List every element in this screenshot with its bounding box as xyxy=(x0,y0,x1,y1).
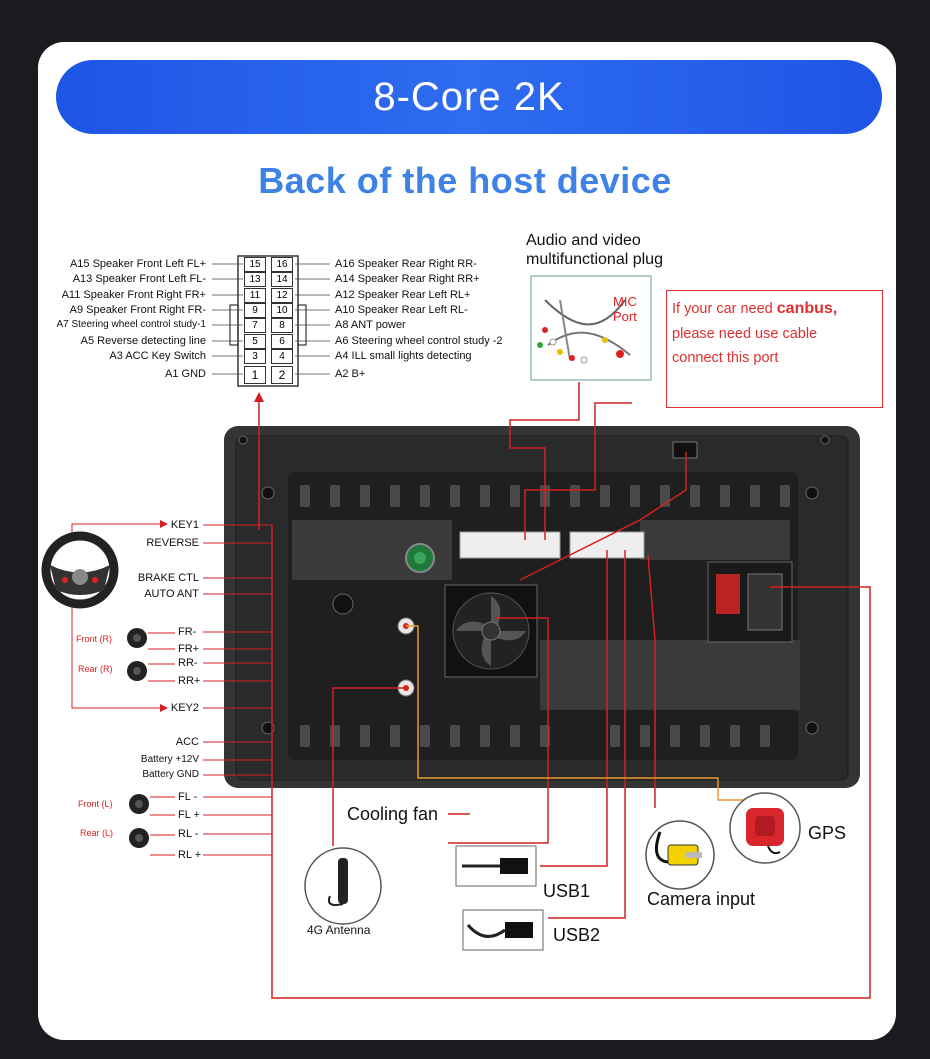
label-key2: KEY2 xyxy=(170,702,199,714)
label-brake: BRAKE CTL xyxy=(137,572,199,584)
pin-number: 9 xyxy=(244,303,266,318)
av-plug-title-1: Audio and video xyxy=(526,232,641,249)
pin-number: 2 xyxy=(271,366,293,384)
av-plug-title-2: multifunctional plug xyxy=(526,251,663,268)
label-cooling-fan: Cooling fan xyxy=(347,804,439,824)
pin-number: 11 xyxy=(244,288,266,303)
pin-number: 7 xyxy=(244,318,266,333)
pin-label-right: A2 B+ xyxy=(335,368,366,380)
canbus-text: If your car need xyxy=(672,301,777,317)
banner-title: 8-Core 2K xyxy=(373,74,565,119)
label-key1: KEY1 xyxy=(170,519,199,531)
pin-number: 16 xyxy=(271,257,293,272)
pin-label-left: A3 ACC Key Switch xyxy=(109,350,206,362)
canbus-line-3: connect this port xyxy=(672,350,779,366)
pin-label-right: A6 Steering wheel control study -2 xyxy=(335,335,503,347)
canbus-keyword: canbus, xyxy=(776,300,838,317)
label-gps: GPS xyxy=(808,823,847,843)
label-rear-l: Rear (L) xyxy=(80,828,114,838)
label-usb1: USB1 xyxy=(543,881,591,901)
mic-label-2: Port xyxy=(613,309,637,324)
usb1-image xyxy=(455,845,537,887)
antenna-icon xyxy=(304,847,382,925)
pin-label-left: A7 Steering wheel control study-1 xyxy=(56,319,206,330)
pin-number: 4 xyxy=(271,349,293,364)
label-fl-plus: FL + xyxy=(178,809,200,821)
av-plug-image xyxy=(530,275,652,381)
canbus-line-2: please need use cable xyxy=(672,326,818,342)
pin-label-left: A11 Speaker Front Right FR+ xyxy=(61,289,206,301)
pin-number: 5 xyxy=(244,334,266,349)
pin-label-left: A15 Speaker Front Left FL+ xyxy=(69,258,206,270)
pin-number: 13 xyxy=(244,272,266,287)
label-acc: ACC xyxy=(175,736,199,748)
pin-label-right: A16 Speaker Rear Right RR- xyxy=(335,258,477,270)
label-fl-minus: FL - xyxy=(178,791,198,803)
host-device-back xyxy=(224,426,860,788)
canbus-line-1: If your car need canbus, xyxy=(672,300,837,318)
canbus-note: If your car need canbus, please need use… xyxy=(666,290,883,408)
camera-icon xyxy=(645,820,715,890)
pin-number: 12 xyxy=(271,288,293,303)
pin-number: 1 xyxy=(244,366,266,384)
label-reverse: REVERSE xyxy=(146,537,199,549)
label-4g-antenna: 4G Antenna xyxy=(307,923,371,937)
label-camera-input: Camera input xyxy=(647,889,756,909)
label-rr-minus: RR- xyxy=(178,657,198,669)
title-banner: 8-Core 2K xyxy=(56,60,882,134)
gps-wire xyxy=(406,625,758,801)
pin-number: 3 xyxy=(244,349,266,364)
pin-label-right: A10 Speaker Rear Left RL- xyxy=(335,304,468,316)
pin-label-left: A5 Reverse detecting line xyxy=(80,335,206,347)
pin-label-right: A8 ANT power xyxy=(335,319,406,331)
red-wires xyxy=(254,382,871,999)
gps-icon xyxy=(729,792,801,864)
page-subtitle: Back of the host device xyxy=(258,160,672,201)
label-rl-plus: RL + xyxy=(178,849,202,861)
label-front-l: Front (L) xyxy=(78,799,113,809)
pin-label-right: A4 ILL small lights detecting xyxy=(335,350,472,362)
label-usb2: USB2 xyxy=(553,925,601,945)
pin-number: 14 xyxy=(271,272,293,287)
pin-label-right: A12 Speaker Rear Left RL+ xyxy=(335,289,471,301)
label-auto-ant: AUTO ANT xyxy=(144,588,199,600)
label-fr-minus: FR- xyxy=(178,626,197,638)
label-rr-plus: RR+ xyxy=(178,675,201,687)
label-battery-12v: Battery +12V xyxy=(140,754,199,765)
pin-number: 15 xyxy=(244,257,266,272)
pin-label-left: A13 Speaker Front Left FL- xyxy=(72,273,206,285)
label-front-r: Front (R) xyxy=(76,634,112,644)
pinout-leaders xyxy=(212,263,330,375)
mic-label-1: MIC xyxy=(613,294,637,309)
label-fr-plus: FR+ xyxy=(178,643,200,655)
pinout-connector xyxy=(229,255,307,387)
label-battery-gnd: Battery GND xyxy=(142,769,199,780)
label-rl-minus: RL - xyxy=(178,828,199,840)
pin-number: 8 xyxy=(271,318,293,333)
pin-label-left: A9 Speaker Front Right FR- xyxy=(69,304,206,316)
pin-label-left: A1 GND xyxy=(165,368,206,380)
pin-label-right: A14 Speaker Rear Right RR+ xyxy=(335,273,480,285)
speaker-icons xyxy=(127,628,149,848)
steering-wheel-icon xyxy=(41,531,119,609)
pin-number: 6 xyxy=(271,334,293,349)
usb2-image xyxy=(462,909,544,951)
label-rear-r: Rear (R) xyxy=(78,664,113,674)
pin-number: 10 xyxy=(271,303,293,318)
